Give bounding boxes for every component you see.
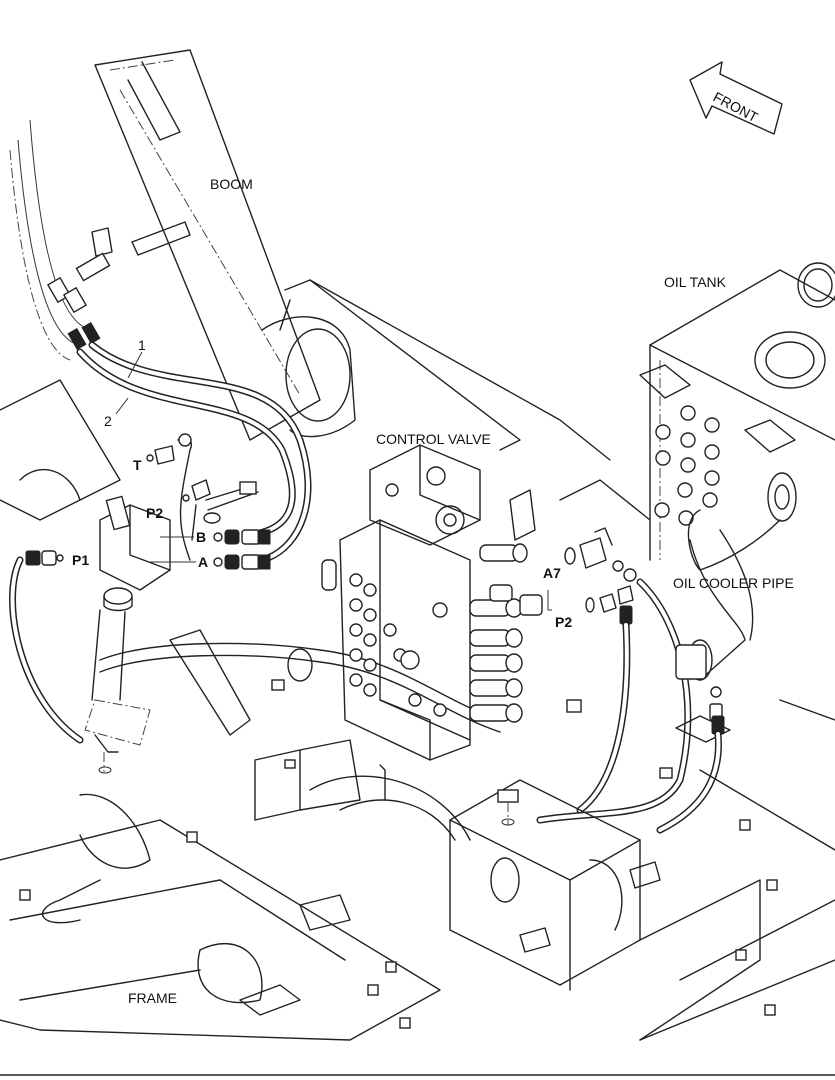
label-frame: FRAME <box>128 990 177 1006</box>
callout-part-1: 1 <box>138 337 146 353</box>
port-label-a7: A7 <box>543 565 561 581</box>
lower-frame <box>0 699 835 1076</box>
label-oil-tank: OIL TANK <box>664 274 727 290</box>
control-valve-bolts <box>349 573 448 717</box>
port-label-a: A <box>198 554 208 570</box>
control-valve <box>339 444 481 761</box>
bracket-p2 <box>547 590 552 611</box>
label-oil-cooler-pipe: OIL COOLER PIPE <box>673 575 794 591</box>
control-valve-spools <box>321 489 543 723</box>
fastener-markers <box>19 699 778 1029</box>
hose-2 <box>76 348 296 537</box>
leader-part-1 <box>127 351 143 379</box>
front-direction-arrow: FRONT <box>689 61 783 135</box>
right-port-fittings <box>536 527 692 824</box>
hose-1 <box>88 341 312 562</box>
front-arrow-label: FRONT <box>711 89 761 126</box>
pilot-valve-block <box>84 495 171 774</box>
port-label-p2-left: P2 <box>146 505 163 521</box>
boom-structure <box>0 49 356 521</box>
leader-part-2 <box>115 397 129 415</box>
oil-cooler-pipe <box>656 472 797 834</box>
label-control-valve: CONTROL VALVE <box>376 431 491 447</box>
port-label-b: B <box>196 529 206 545</box>
port-label-t: T <box>133 457 142 473</box>
callout-part-2: 2 <box>104 413 112 429</box>
upper-frame-deck <box>99 279 651 821</box>
oil-tank <box>639 262 835 561</box>
label-boom: BOOM <box>210 176 253 192</box>
port-fittings-left <box>9 433 271 744</box>
boom-hose-fittings <box>46 252 111 350</box>
port-label-p1: P1 <box>72 552 89 568</box>
port-label-p2-right: P2 <box>555 614 572 630</box>
